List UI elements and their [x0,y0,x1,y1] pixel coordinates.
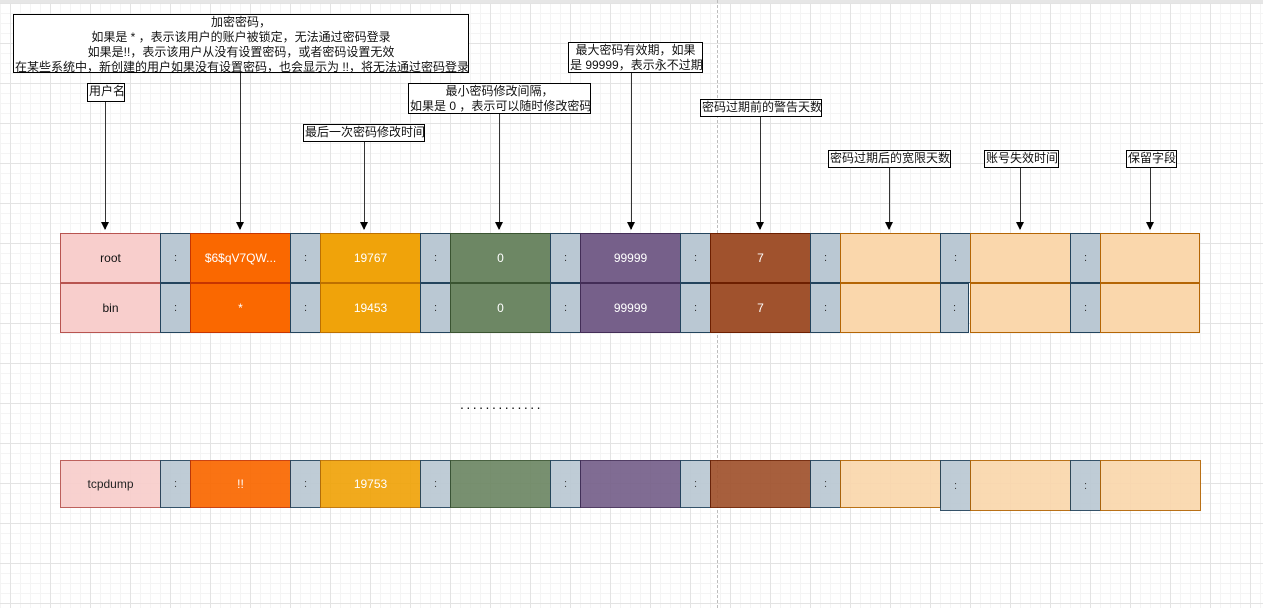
field-max: 99999 [580,233,681,283]
label-password-line: 如果是!!，表示该用户从没有设置密码，或者密码设置无效 [87,45,395,59]
field-warn: 7 [710,233,811,283]
field-separator: : [420,460,451,508]
field-warn [710,460,811,508]
field-separator: : [680,283,711,333]
label-password-line: 在某些系统中，新创建的用户如果没有设置密码，也会显示为 !!，将无法通过密码登录 [15,60,470,74]
label-warn: 密码过期前的警告天数 [700,99,822,117]
field-separator: : [160,283,191,333]
arrow-lastchg [360,142,368,230]
shadow-row-tcpdump: tcpdump : !! : 19753 : : : : : : [60,460,1201,511]
field-separator: : [940,460,971,511]
arrow-password [236,73,244,230]
field-min: 0 [450,233,551,283]
label-inactive: 密码过期后的宽限天数 [828,150,951,168]
arrow-min [495,114,503,230]
field-expire [970,460,1071,511]
arrow-inactive [885,168,893,230]
arrow-username [101,102,109,230]
field-separator: : [1070,460,1101,511]
field-separator: : [940,233,971,283]
label-password: 加密密码， 如果是 * ，表示该用户的账户被锁定，无法通过密码登录 如果是!!，… [13,14,470,74]
field-separator: : [810,283,841,333]
field-separator: : [810,233,841,283]
label-inactive-text: 密码过期后的宽限天数 [830,151,951,165]
label-lastchg: 最后一次密码修改时间 [303,124,425,142]
label-max-line: 最大密码有效期，如果 [575,43,696,57]
field-min [450,460,551,508]
label-reserved: 保留字段 [1126,150,1177,168]
field-inactive [840,460,941,508]
label-password-line: 如果是 * ，表示该用户的账户被锁定，无法通过密码登录 [91,30,391,44]
field-separator: : [290,460,321,508]
label-username: 用户名 [87,83,125,102]
label-max-line: 是 99999，表示永不过期 [570,58,703,72]
field-min: 0 [450,283,551,333]
field-password: !! [190,460,291,508]
ellipsis-more-rows: ............. [460,396,544,412]
label-max: 最大密码有效期，如果 是 99999，表示永不过期 [568,42,703,73]
label-lastchg-text: 最后一次密码修改时间 [305,125,426,139]
field-username: tcpdump [60,460,161,508]
field-reserved [1100,283,1200,333]
field-separator: : [290,233,321,283]
arrow-reserved [1146,168,1154,230]
label-min-line: 如果是 0 ，表示可以随时修改密码 [410,99,592,113]
field-inactive [840,283,941,333]
arrow-max [627,73,635,230]
field-separator: : [550,233,581,283]
field-separator: : [550,283,581,333]
shadow-row-bin: bin : * : 19453 : 0 : 99999 : 7 : : : [60,283,1200,333]
field-separator: : [160,460,191,508]
field-separator: : [1070,233,1101,283]
label-reserved-text: 保留字段 [1128,151,1177,165]
field-username: root [60,233,161,283]
field-lastchg: 19767 [320,233,421,283]
label-min-line: 最小密码修改间隔， [445,84,554,98]
field-password: * [190,283,291,333]
field-warn: 7 [710,283,811,333]
field-separator: : [550,460,581,508]
label-password-line: 加密密码， [210,15,271,29]
field-separator: : [420,283,451,333]
arrow-expire [1016,168,1024,230]
field-separator: : [420,233,451,283]
field-expire [970,283,1071,333]
field-separator: : [1070,283,1101,333]
field-max [580,460,681,508]
field-reserved [1100,233,1200,283]
label-username-text: 用户名 [89,84,126,98]
field-lastchg: 19453 [320,283,421,333]
canvas-top-border [0,0,1263,3]
shadow-row-root: root : $6$qV7QW... : 19767 : 0 : 99999 :… [60,233,1200,283]
field-separator: : [940,283,969,333]
field-username: bin [60,283,161,333]
field-separator: : [290,283,321,333]
field-expire [970,233,1071,283]
arrow-warn [756,117,764,230]
field-inactive [840,233,941,283]
label-expire: 账号失效时间 [984,150,1059,168]
field-separator: : [680,460,711,508]
label-expire-text: 账号失效时间 [986,151,1059,165]
field-lastchg: 19753 [320,460,421,508]
field-separator: : [160,233,191,283]
label-warn-text: 密码过期前的警告天数 [702,100,823,114]
label-min: 最小密码修改间隔， 如果是 0 ，表示可以随时修改密码 [408,83,591,114]
field-separator: : [810,460,841,508]
field-reserved [1100,460,1201,511]
field-password: $6$qV7QW... [190,233,291,283]
field-max: 99999 [580,283,681,333]
field-separator: : [680,233,711,283]
